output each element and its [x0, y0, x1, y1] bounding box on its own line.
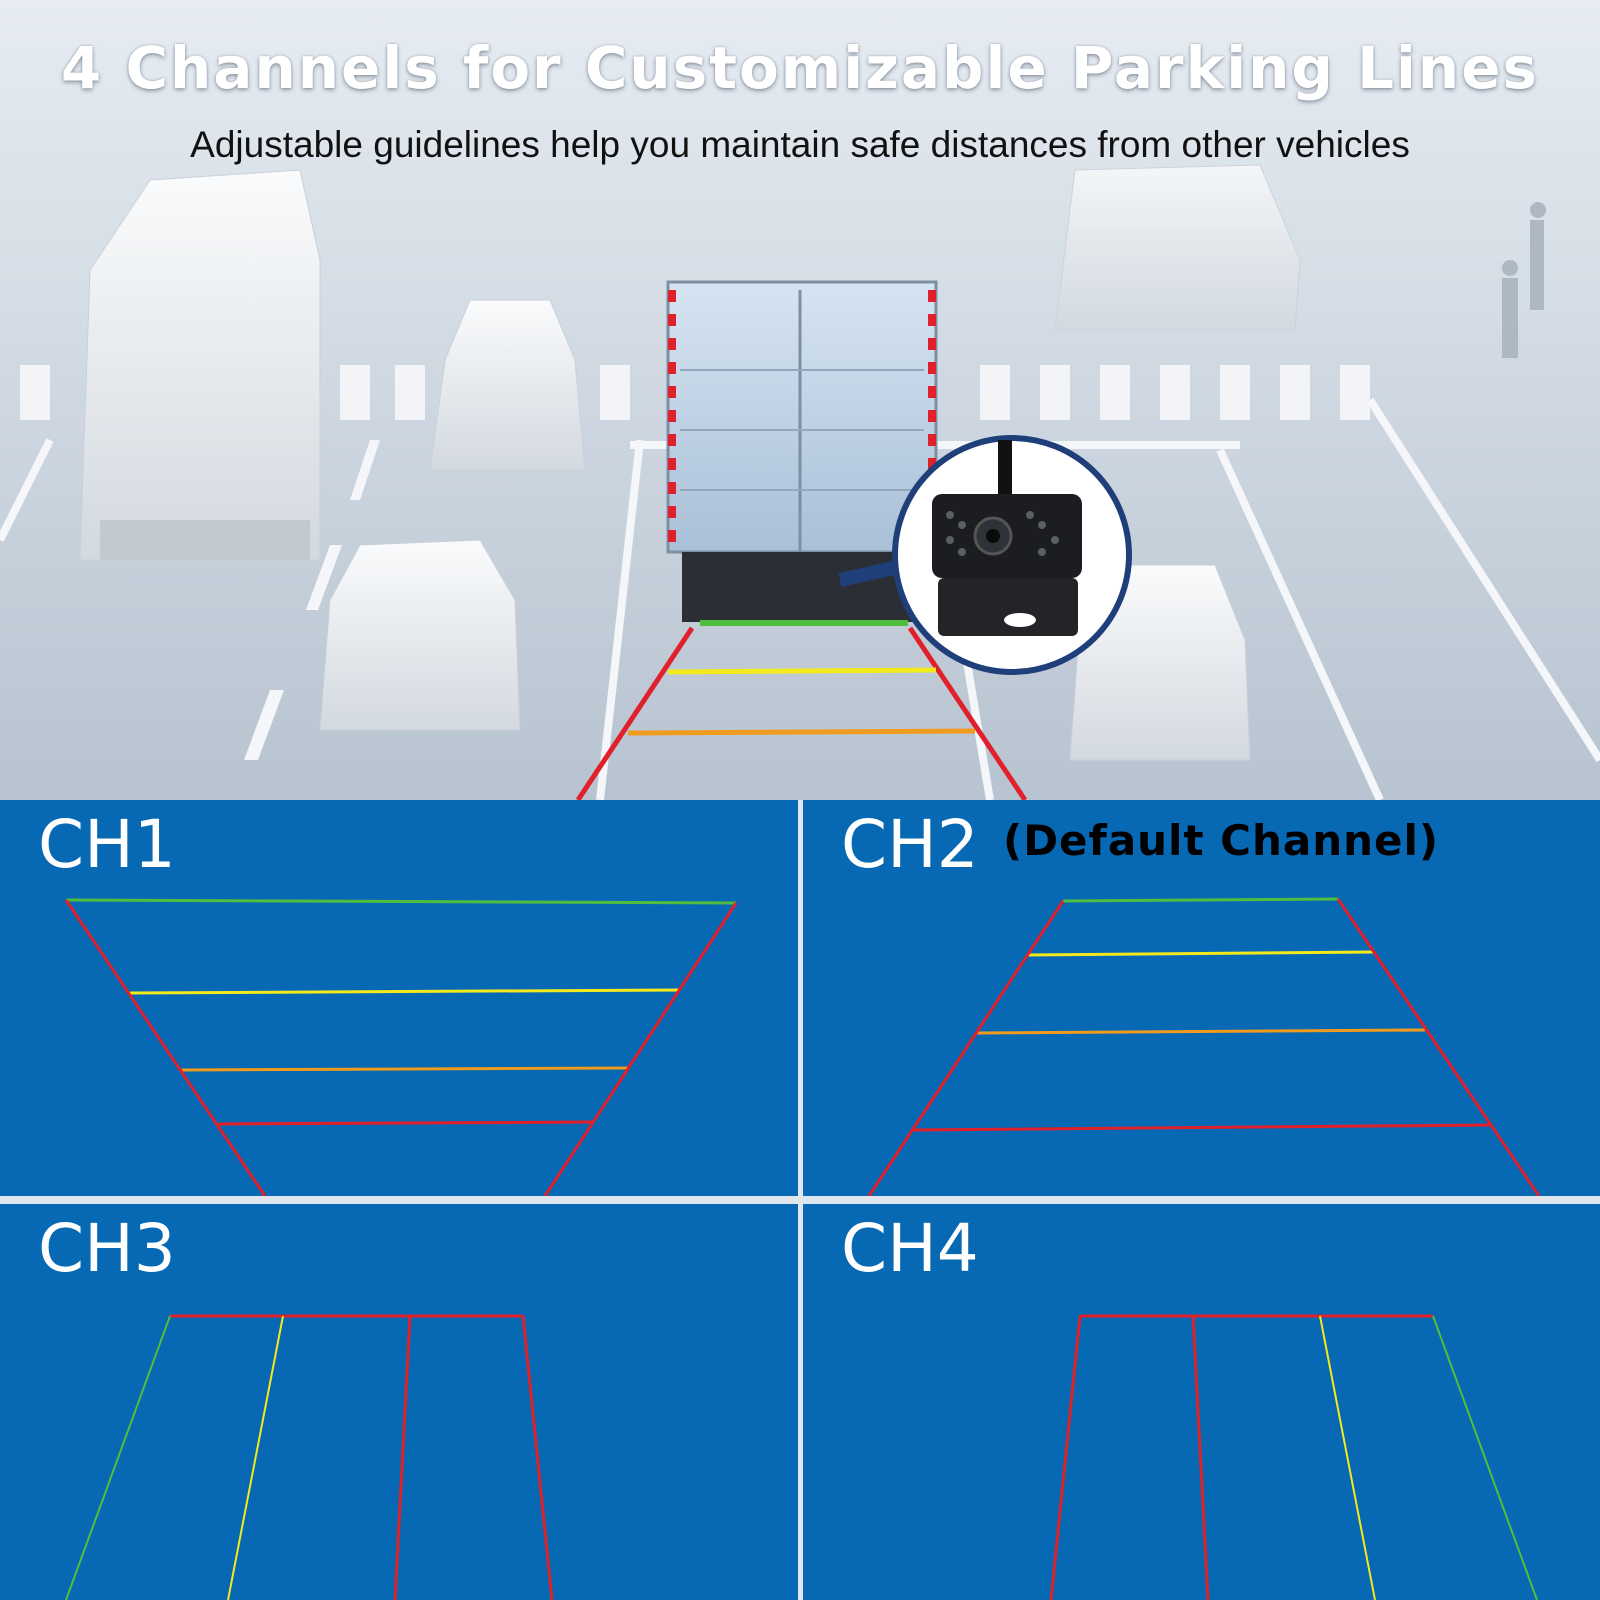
side-line-red-inner	[393, 1315, 412, 1600]
side-line-yellow	[227, 1315, 284, 1600]
side-line-yellow	[1319, 1315, 1376, 1600]
channel-3-guidelines	[65, 1314, 554, 1600]
channel-4-guidelines	[1049, 1314, 1538, 1600]
side-line-green	[1432, 1315, 1538, 1600]
channel-label: CH4	[841, 1210, 979, 1287]
van-icon	[1054, 164, 1301, 331]
distance-line-red	[217, 1120, 593, 1126]
side-line-green	[65, 1315, 171, 1600]
distance-line-green	[1062, 897, 1339, 903]
channel-4-panel: CH4	[803, 1204, 1600, 1600]
distance-line-yellow	[129, 988, 681, 995]
van-icon	[79, 169, 321, 561]
channel-label: CH3	[38, 1210, 176, 1287]
channel-1-guidelines	[64, 898, 738, 1196]
side-line-left	[867, 900, 1065, 1196]
channel-label: CH2	[841, 806, 979, 883]
page-title: 4 Channels for Customizable Parking Line…	[60, 34, 1540, 102]
distance-line-orange	[181, 1066, 629, 1072]
side-line-right	[1336, 898, 1541, 1196]
distance-line-red	[912, 1123, 1492, 1132]
pedestrian-icon	[1502, 202, 1546, 358]
distance-line-yellow	[1026, 950, 1374, 957]
distance-line-green	[65, 898, 737, 905]
channel-3-panel: CH3	[0, 1204, 798, 1600]
car-icon	[429, 299, 586, 471]
side-line-red-inner	[1191, 1315, 1210, 1600]
side-line-right	[543, 902, 738, 1196]
channel-2-panel: CH2 (Default Channel)	[803, 800, 1600, 1196]
side-line-red-outer	[1049, 1315, 1082, 1600]
side-line-left	[64, 899, 267, 1196]
channel-1-panel: CH1	[0, 800, 798, 1196]
distance-line-orange	[976, 1028, 1426, 1035]
side-line-red-outer	[521, 1315, 554, 1600]
channel-label: CH1	[38, 806, 176, 883]
hero-illustration: 4 Channels for Customizable Parking Line…	[0, 0, 1600, 800]
backup-camera-icon	[838, 435, 1132, 675]
street-scene	[0, 0, 1600, 800]
car-icon	[319, 539, 521, 731]
default-channel-note: (Default Channel)	[1003, 816, 1440, 865]
channel-2-guidelines	[867, 897, 1541, 1196]
page-subtitle: Adjustable guidelines help you maintain …	[190, 124, 1410, 165]
